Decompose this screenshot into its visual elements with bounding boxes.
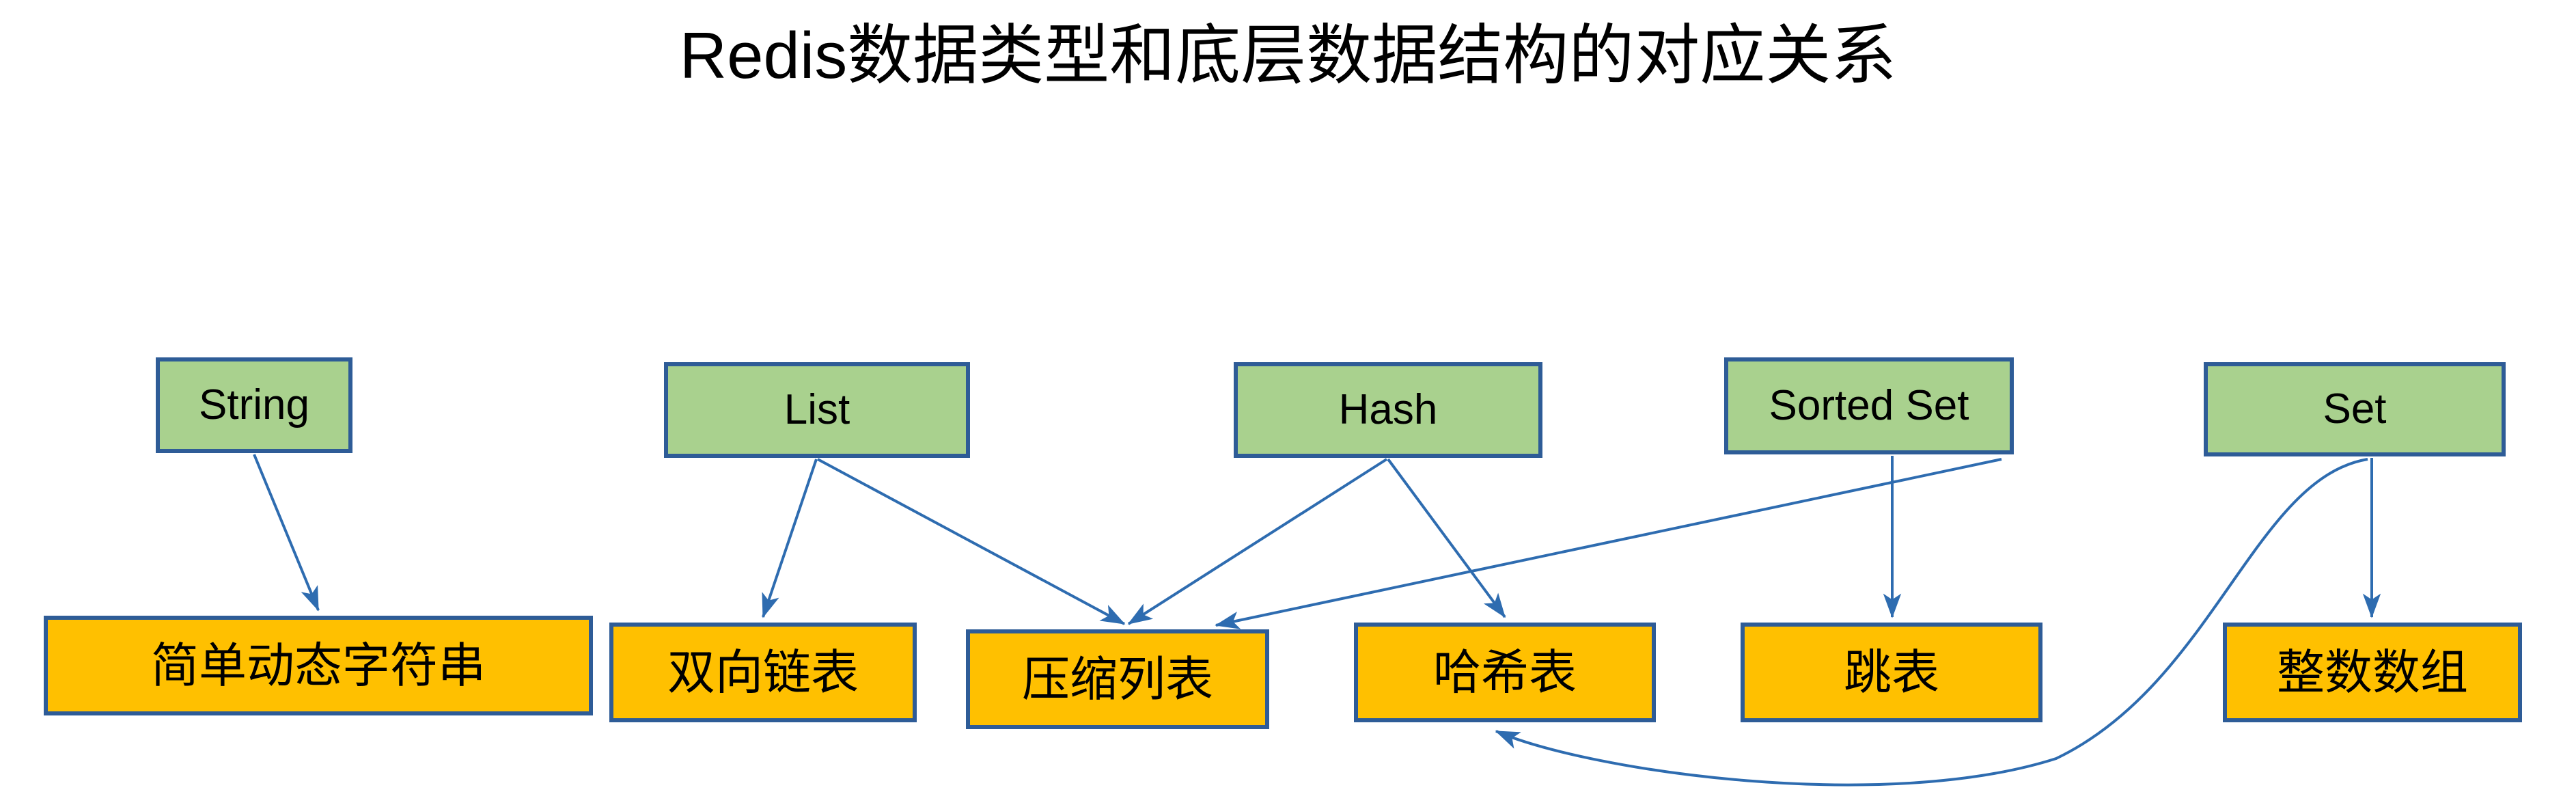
node-data-type-set[interactable]: Set [2204, 362, 2506, 456]
node-structure-skiplist[interactable]: 跳表 [1741, 623, 2042, 722]
node-structure-ziplist[interactable]: 压缩列表 [966, 629, 1269, 729]
node-label: Hash [1338, 386, 1438, 433]
edge-hash-hashtable [1387, 458, 1506, 618]
node-label: 压缩列表 [1022, 653, 1213, 706]
node-structure-sds[interactable]: 简单动态字符串 [44, 616, 593, 715]
page-title: Redis数据类型和底层数据结构的对应关系 [679, 19, 1897, 92]
edge-string-sds [253, 454, 320, 612]
edge-list-linklist [762, 459, 818, 618]
node-label: Set [2323, 385, 2387, 433]
node-label: 整数数组 [2277, 646, 2468, 699]
edge-list-ziplist [817, 458, 1126, 625]
node-structure-intset[interactable]: 整数数组 [2223, 623, 2522, 722]
edge-sortedset-ziplist [1215, 458, 2002, 629]
node-label: List [784, 386, 850, 433]
node-data-type-hash[interactable]: Hash [1234, 362, 1542, 458]
node-label: Sorted Set [1769, 382, 1969, 429]
node-label: 简单动态字符串 [151, 639, 486, 692]
node-label: String [199, 381, 309, 428]
node-structure-linked-list[interactable]: 双向链表 [609, 623, 917, 722]
node-data-type-sorted-set[interactable]: Sorted Set [1724, 357, 2014, 454]
node-label: 跳表 [1844, 646, 1939, 699]
node-structure-hashtable[interactable]: 哈希表 [1354, 623, 1656, 722]
node-label: 哈希表 [1433, 646, 1577, 699]
node-data-type-list[interactable]: List [664, 362, 970, 458]
node-data-type-string[interactable]: String [156, 357, 352, 453]
node-label: 双向链表 [667, 646, 859, 699]
edge-hash-ziplist [1127, 458, 1388, 625]
